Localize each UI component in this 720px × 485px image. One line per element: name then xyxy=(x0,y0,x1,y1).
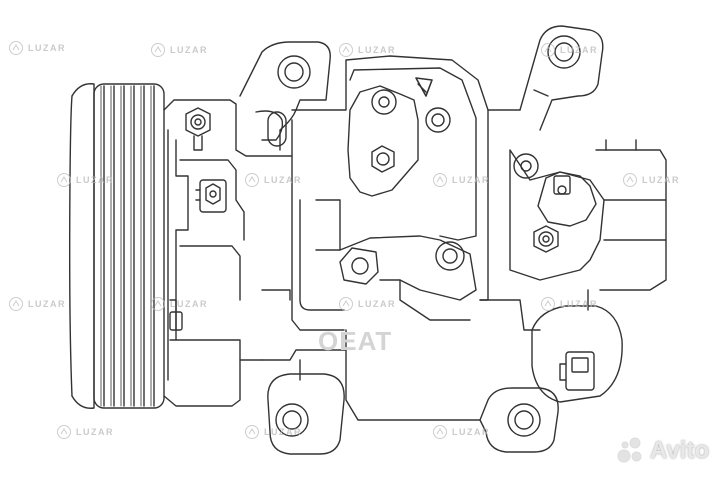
bolt-head-left xyxy=(185,107,211,151)
overlay-brand-text: OEAT xyxy=(318,326,393,356)
watermark-logo-icon xyxy=(151,297,165,311)
watermark-text: LUZAR xyxy=(28,299,66,309)
watermark-text: LUZAR xyxy=(76,427,114,437)
watermark-logo-icon xyxy=(245,425,259,439)
watermark-text: LUZAR xyxy=(560,299,598,309)
electrical-connector xyxy=(531,305,623,403)
watermark-logo-icon xyxy=(339,43,353,57)
front-housing xyxy=(163,99,293,407)
lower-mount-right xyxy=(479,387,559,453)
watermark-10: LUZAR xyxy=(150,296,208,312)
watermark-11: LUZAR xyxy=(338,296,396,312)
lower-mount-left xyxy=(267,373,345,455)
watermark-4: LUZAR xyxy=(540,42,598,58)
watermark-3: LUZAR xyxy=(338,42,396,58)
avito-watermark: Avito xyxy=(616,436,709,466)
watermark-8: LUZAR xyxy=(622,172,680,188)
watermark-9: LUZAR xyxy=(8,296,66,312)
watermark-text: LUZAR xyxy=(264,175,302,185)
watermark-12: LUZAR xyxy=(540,296,598,312)
watermark-text: LUZAR xyxy=(358,45,396,55)
watermark-logo-icon xyxy=(9,297,23,311)
right-mount-bracket xyxy=(519,25,604,131)
watermark-logo-icon xyxy=(433,425,447,439)
watermark-13: LUZAR xyxy=(56,424,114,440)
watermark-text: LUZAR xyxy=(452,427,490,437)
avito-text: Avito xyxy=(650,437,710,464)
watermark-logo-icon xyxy=(541,297,555,311)
watermark-6: LUZAR xyxy=(244,172,302,188)
watermark-logo-icon xyxy=(9,41,23,55)
upper-mount-bracket xyxy=(239,41,331,151)
watermark-7: LUZAR xyxy=(432,172,490,188)
watermark-text: LUZAR xyxy=(76,175,114,185)
main-body xyxy=(261,55,541,421)
watermark-2: LUZAR xyxy=(150,42,208,58)
watermark-text: LUZAR xyxy=(358,299,396,309)
watermark-1: LUZAR xyxy=(8,40,66,56)
watermark-logo-icon xyxy=(57,173,71,187)
watermark-text: LUZAR xyxy=(170,299,208,309)
watermark-text: LUZAR xyxy=(264,427,302,437)
watermark-text: LUZAR xyxy=(28,43,66,53)
service-port xyxy=(339,235,477,321)
watermark-logo-icon xyxy=(433,173,447,187)
sensor-nut xyxy=(195,179,227,213)
rear-head xyxy=(479,109,667,311)
watermark-text: LUZAR xyxy=(642,175,680,185)
watermark-text: LUZAR xyxy=(452,175,490,185)
watermark-logo-icon xyxy=(57,425,71,439)
watermark-logo-icon xyxy=(541,43,555,57)
watermark-logo-icon xyxy=(245,173,259,187)
control-valve-block xyxy=(347,67,477,241)
avito-logo-icon xyxy=(616,436,646,466)
watermark-5: LUZAR xyxy=(56,172,114,188)
watermark-logo-icon xyxy=(151,43,165,57)
watermark-logo-icon xyxy=(339,297,353,311)
watermark-14: LUZAR xyxy=(244,424,302,440)
watermark-text: LUZAR xyxy=(170,45,208,55)
watermark-15: LUZAR xyxy=(432,424,490,440)
watermark-logo-icon xyxy=(623,173,637,187)
watermark-text: LUZAR xyxy=(560,45,598,55)
pulley xyxy=(68,83,165,409)
